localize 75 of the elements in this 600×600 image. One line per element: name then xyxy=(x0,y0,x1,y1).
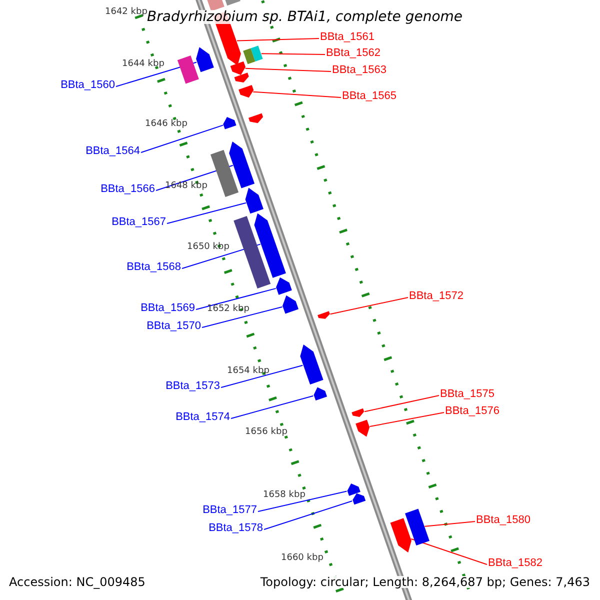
gene-marker xyxy=(352,408,364,417)
gene-marker xyxy=(196,47,214,72)
gene-marker xyxy=(223,116,236,130)
gene-marker xyxy=(347,484,360,496)
scale-tick-label: 1656 kbp xyxy=(245,428,288,437)
leader-line xyxy=(220,364,304,388)
gene-marker xyxy=(356,420,370,437)
leader-line xyxy=(260,53,326,55)
scale-tick-label: 1658 kbp xyxy=(263,491,306,500)
leader-line xyxy=(258,490,348,512)
leader-line xyxy=(230,395,314,419)
gene-label: BBta_1567 xyxy=(112,217,166,228)
gene-label: BBta_1572 xyxy=(409,291,464,302)
title: Bradyrhizobium sp. BTAi1, complete genome xyxy=(147,10,463,24)
gene-marker xyxy=(276,277,292,295)
leader-line xyxy=(369,412,444,428)
gene-marker xyxy=(238,84,254,98)
leader-line xyxy=(166,202,246,224)
scale-tick-label: 1646 kbp xyxy=(145,120,188,129)
leader-line xyxy=(236,38,320,42)
scale-tick-label: 1650 kbp xyxy=(187,243,230,252)
gene-label: BBta_1582 xyxy=(488,558,542,569)
gene-label: BBta_1562 xyxy=(326,48,380,59)
gene-block xyxy=(250,46,263,62)
gene-label: BBta_1573 xyxy=(166,381,220,392)
leader-line xyxy=(264,500,353,530)
gene-label: BBta_1580 xyxy=(476,515,530,526)
gene-block xyxy=(405,508,430,546)
scale-tick-label: 1644 kbp xyxy=(122,60,164,69)
gene-marker xyxy=(352,493,366,505)
scale-tick-label: 1648 kbp xyxy=(165,182,208,191)
leader-line xyxy=(424,521,476,527)
scale-tick-label: 1654 kbp xyxy=(227,367,270,376)
genome-summary-text: Topology: circular; Length: 8,264,687 bp; Genes: 7,463 xyxy=(260,576,590,588)
leader-line xyxy=(410,538,488,565)
leader-line xyxy=(202,306,283,328)
leader-line xyxy=(364,395,440,412)
leader-line xyxy=(140,124,224,153)
gene-marker xyxy=(282,295,299,314)
gene-marker xyxy=(318,311,330,319)
gene-marker xyxy=(229,142,255,188)
gene-marker xyxy=(254,213,286,278)
gene-label: BBta_1566 xyxy=(100,184,155,195)
leader-line xyxy=(330,297,408,315)
scale-tick-label: 1652 kbp xyxy=(207,305,250,314)
gene-label: BBta_1564 xyxy=(86,146,140,157)
gene-label: BBta_1574 xyxy=(176,412,230,423)
gene-label: BBta_1577 xyxy=(202,505,257,516)
gene-marker xyxy=(390,518,412,553)
gene-label: BBta_1578 xyxy=(208,523,263,534)
gene-label: BBta_1575 xyxy=(440,389,494,400)
gene-marker xyxy=(314,387,328,401)
gene-label: BBta_1570 xyxy=(146,321,201,332)
gene-block xyxy=(243,48,256,64)
scale-tick-label: 1660 kbp xyxy=(281,554,324,563)
gene-marker xyxy=(230,61,246,75)
leader-line xyxy=(252,91,342,98)
gene-marker xyxy=(248,113,264,124)
gene-block xyxy=(210,150,239,197)
gene-block xyxy=(234,216,271,289)
gene-block xyxy=(177,56,199,84)
leader-line xyxy=(244,68,332,72)
gene-marker xyxy=(300,344,324,384)
gene-label: BBta_1569 xyxy=(140,303,195,314)
gene-label: BBta_1560 xyxy=(60,80,115,91)
gene-label: BBta_1576 xyxy=(445,406,500,417)
leader-line xyxy=(196,288,276,310)
accession-text: Accession: NC_009485 xyxy=(9,576,146,588)
gene-label: BBta_1563 xyxy=(332,65,386,76)
gene-marker xyxy=(234,72,249,83)
gene-marker xyxy=(245,188,264,214)
scale-tick-label: 1642 kbp xyxy=(105,8,148,17)
gene-label: BBta_1565 xyxy=(342,91,396,102)
gene-label: BBta_1568 xyxy=(126,262,181,273)
gene-label: BBta_1561 xyxy=(320,32,374,43)
